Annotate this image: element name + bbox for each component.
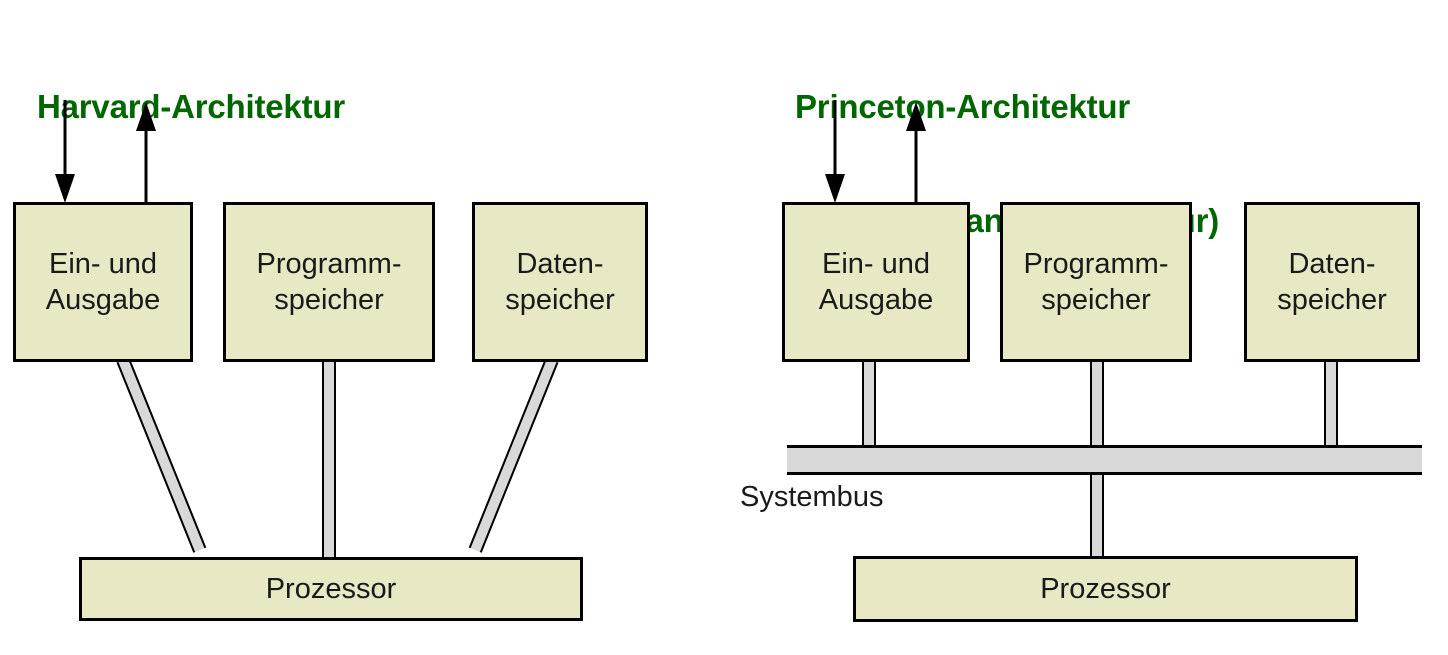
princeton-system-bus — [787, 445, 1422, 475]
princeton-box-io-line-1: Ein- und — [821, 248, 930, 280]
harvard-connector-program — [322, 360, 336, 560]
harvard-box-io-line-1: Ein- und — [48, 248, 157, 280]
princeton-connector-processor — [1090, 468, 1104, 560]
princeton-processor[interactable]: Prozessor — [853, 556, 1358, 622]
princeton-box-data-memory-line-2: speicher — [1277, 284, 1387, 316]
princeton-connector-data — [1324, 360, 1338, 452]
harvard-title: Harvard-Architektur — [37, 12, 345, 202]
harvard-box-data-memory-line-2: speicher — [505, 284, 615, 316]
harvard-processor[interactable]: Prozessor — [79, 557, 583, 621]
harvard-box-program-memory[interactable]: Programm- speicher — [223, 202, 435, 362]
harvard-connector-data — [468, 357, 559, 553]
harvard-processor-label: Prozessor — [265, 572, 397, 605]
princeton-box-io-line-2: Ausgabe — [818, 284, 934, 316]
harvard-box-data-memory[interactable]: Daten- speicher — [472, 202, 648, 362]
princeton-system-bus-label: Systembus — [740, 481, 884, 513]
princeton-output-arrow — [906, 102, 926, 205]
princeton-connector-program — [1090, 360, 1104, 452]
princeton-box-data-memory-line-1: Daten- — [1288, 248, 1376, 280]
harvard-connector-io — [116, 357, 207, 553]
harvard-box-program-memory-line-2: speicher — [274, 284, 384, 316]
princeton-box-program-memory[interactable]: Programm- speicher — [1000, 202, 1192, 362]
princeton-input-arrow — [825, 100, 845, 203]
harvard-input-arrow — [55, 100, 75, 203]
princeton-box-program-memory-line-2: speicher — [1041, 284, 1151, 316]
harvard-box-data-memory-line-1: Daten- — [516, 248, 604, 280]
harvard-box-io[interactable]: Ein- und Ausgabe — [13, 202, 193, 362]
princeton-title-line-1: Princeton-Architektur — [795, 88, 1131, 125]
princeton-box-data-memory[interactable]: Daten- speicher — [1244, 202, 1420, 362]
harvard-box-program-memory-line-1: Programm- — [256, 248, 402, 280]
harvard-output-arrow — [136, 102, 156, 205]
harvard-title-line-1: Harvard-Architektur — [37, 88, 345, 125]
princeton-processor-label: Prozessor — [1040, 572, 1171, 605]
princeton-box-program-memory-line-1: Programm- — [1023, 248, 1169, 280]
harvard-box-io-line-2: Ausgabe — [45, 284, 161, 316]
princeton-connector-io — [862, 360, 876, 452]
princeton-box-io[interactable]: Ein- und Ausgabe — [782, 202, 970, 362]
